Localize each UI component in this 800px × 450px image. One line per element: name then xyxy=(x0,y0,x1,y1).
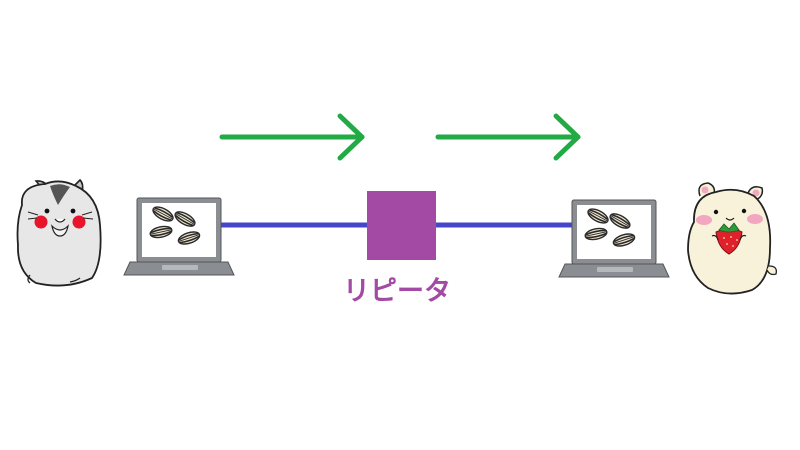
arrow-1 xyxy=(219,113,365,161)
gray-hamster-icon xyxy=(16,178,102,287)
cream-hamster-with-strawberry-icon xyxy=(687,182,777,295)
repeater-box xyxy=(367,191,436,260)
arrow-1-head xyxy=(337,113,365,161)
repeater-label: リピータ xyxy=(343,276,451,307)
laptop-right-icon xyxy=(559,200,669,277)
laptop-left-icon xyxy=(124,198,234,275)
arrow-2 xyxy=(435,113,581,161)
arrow-2-head xyxy=(553,113,581,161)
